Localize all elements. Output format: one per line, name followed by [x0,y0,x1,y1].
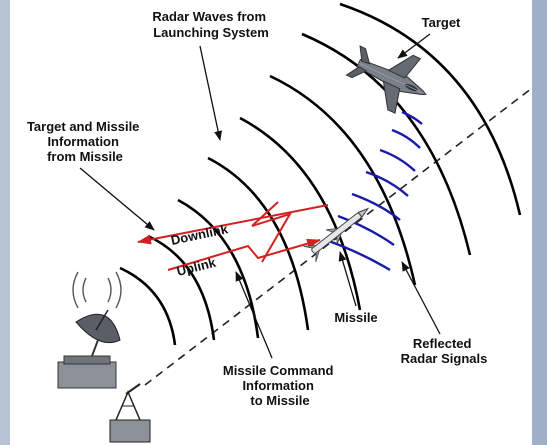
radar-wave [207,156,310,331]
radar-dish-icon [57,309,121,389]
datalink-group [137,201,329,271]
frame-left [0,0,10,445]
leader-radar-waves [199,45,223,141]
uplink-arrow [167,238,321,271]
radar-wave-group [119,2,522,346]
reflected-wave [391,128,421,149]
radio-waves-icon [72,271,122,309]
missile-label: Missile [334,310,377,325]
leader-lines [79,33,441,359]
downlink-arrow [137,204,329,245]
leader-missile [338,251,357,307]
reflected-wave [365,170,409,197]
radar-wave [119,266,177,346]
reflected-wave [401,110,423,125]
radar-wave [239,116,362,311]
radar-wave [339,2,522,216]
reflected-signal-group [325,110,423,272]
fighter-jet-icon [345,45,427,114]
missile-command-label: Missile Command Information to Missile [223,363,337,408]
radar-wave [301,32,472,256]
frame-right [532,0,547,445]
target-missile-info-label: Target and Missile Information from Miss… [27,119,143,164]
reflected-wave [379,148,416,172]
leader-reflected-signals [401,261,441,335]
lightning-zigzag [251,201,293,263]
radar-waves-label: Radar Waves from Launching System [152,9,269,40]
reflected-wave [337,214,395,246]
radar-wave [147,234,216,341]
reflected-signals-label: Reflected Radar Signals [401,336,488,366]
reflected-wave [325,238,391,272]
launcher-tower-icon [109,383,151,443]
reflected-wave [351,192,401,221]
missile-icon [303,207,370,263]
leader-target-missile-info [79,167,155,231]
radar-wave [269,74,417,286]
target-label: Target [422,15,461,30]
leader-missile-command [235,271,273,359]
leader-target [397,33,431,59]
